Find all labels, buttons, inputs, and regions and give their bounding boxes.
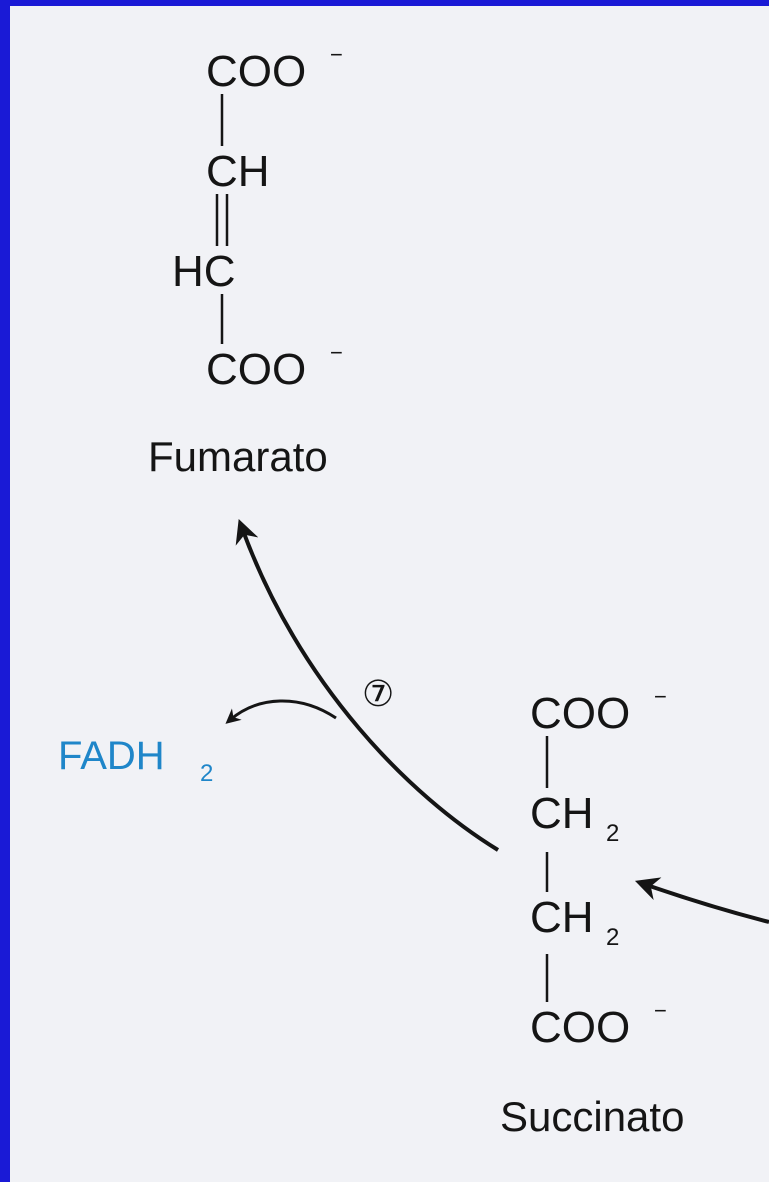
reaction-arrow-succinate-to-fumarate <box>235 518 500 852</box>
fumarate-bottom-charge: − <box>330 340 343 365</box>
branch-arrow-to-fadh2 <box>225 699 337 724</box>
fumarate-name: Fumarato <box>148 433 328 480</box>
incoming-arrow-to-succinate <box>634 877 769 924</box>
fadh2-subscript: 2 <box>200 760 214 787</box>
succinate-bottom-carboxylate: COO− <box>530 998 667 1052</box>
succinate-ch2-subscript-2: 2 <box>606 924 620 951</box>
succinate-ch2-subscript-1: 2 <box>606 820 620 847</box>
fumarate-top-carboxylate: COO− <box>206 42 343 96</box>
succinate-top-charge: − <box>654 684 667 709</box>
fumarate-ch-group: CH <box>206 147 270 196</box>
fumarate-top-charge: − <box>330 42 343 67</box>
succinate-top-carboxylate: COO− <box>530 684 667 738</box>
succinate-bottom-charge: − <box>654 998 667 1023</box>
fumarate-bottom-carboxylate: COO− <box>206 340 343 394</box>
succinate-name: Succinato <box>500 1093 685 1140</box>
fumarate-hc-group: HC <box>172 247 236 296</box>
bonds-and-arrows <box>215 94 769 1002</box>
step-number-7: ⑦ <box>362 673 395 714</box>
